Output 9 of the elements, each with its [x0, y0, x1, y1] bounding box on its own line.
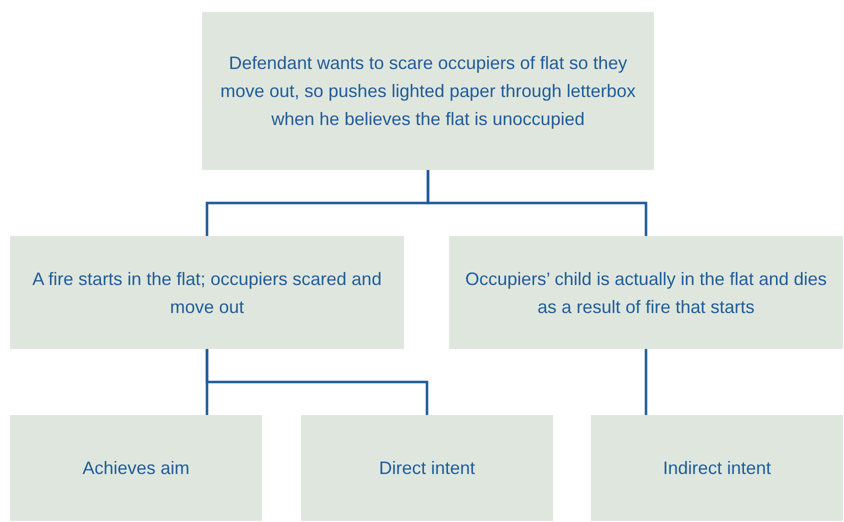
text-box: Defendant wants to scare occupiers of flat so they move out, so pushes lighted paper through letterbox when he believes the flat is unoccupied: [202, 12, 654, 170]
text-box: Direct intent: [301, 415, 553, 521]
connector-line: [206, 349, 428, 415]
connector-line: [644, 349, 648, 415]
text-box: Indirect intent: [591, 415, 843, 521]
text-box: Occupiers’ child is actually in the flat and dies as a result of fire that starts: [449, 236, 843, 349]
text-box: Achieves aim: [10, 415, 262, 521]
text-box: A fire starts in the flat; occupiers scared and move out: [10, 236, 404, 349]
connector-line: [426, 170, 648, 236]
